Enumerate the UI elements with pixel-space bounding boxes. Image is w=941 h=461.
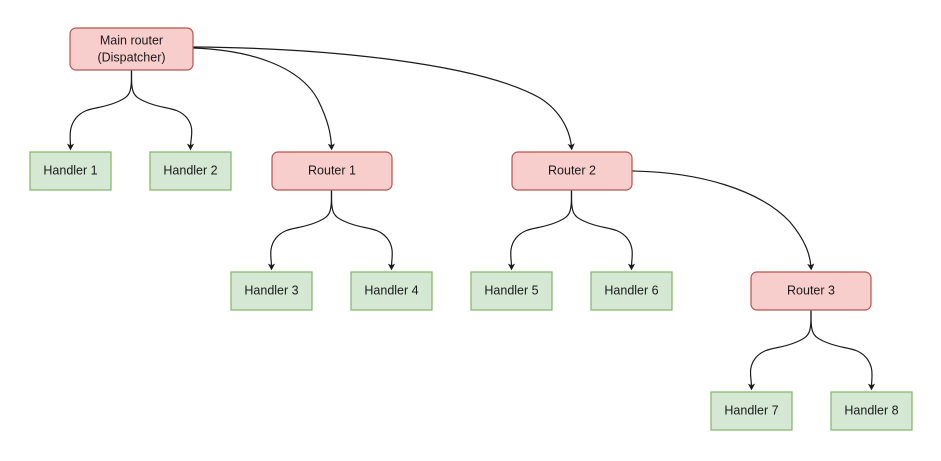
handler-box-handler-5[interactable] bbox=[470, 271, 553, 311]
edge-router2-to-handler-5 bbox=[507, 189, 573, 271]
handler-box-handler-7[interactable] bbox=[710, 391, 793, 431]
node-handler-7[interactable]: Handler 7 bbox=[710, 391, 793, 431]
node-router-3[interactable]: Router 3 bbox=[750, 271, 872, 311]
edge-main-to-router-2 bbox=[192, 46, 575, 151]
router-box-main-router[interactable] bbox=[69, 27, 194, 71]
node-handler-4[interactable]: Handler 4 bbox=[350, 271, 433, 311]
handler-box-handler-6[interactable] bbox=[590, 271, 673, 311]
edge-main-to-handler-2 bbox=[130, 69, 195, 151]
edges-layer bbox=[66, 46, 876, 391]
router-box-router-3[interactable] bbox=[750, 271, 872, 311]
edge-main-to-router-1 bbox=[192, 47, 335, 151]
edge-router1-to-handler-3 bbox=[267, 189, 333, 271]
node-handler-8[interactable]: Handler 8 bbox=[830, 391, 913, 431]
node-main-router[interactable]: Main router(Dispatcher) bbox=[69, 27, 194, 71]
node-handler-1[interactable]: Handler 1 bbox=[29, 151, 112, 191]
handler-box-handler-1[interactable] bbox=[29, 151, 112, 191]
edge-router2-to-handler-6 bbox=[570, 189, 636, 271]
handler-box-handler-3[interactable] bbox=[230, 271, 313, 311]
node-handler-2[interactable]: Handler 2 bbox=[149, 151, 232, 191]
router-box-router-2[interactable] bbox=[511, 151, 633, 191]
node-router-1[interactable]: Router 1 bbox=[271, 151, 393, 191]
edge-main-to-handler-1 bbox=[66, 69, 133, 151]
edge-router1-to-handler-4 bbox=[330, 189, 396, 271]
handler-box-handler-4[interactable] bbox=[350, 271, 433, 311]
handler-box-handler-2[interactable] bbox=[149, 151, 232, 191]
nodes-layer: Main router(Dispatcher) Handler 1 Handler … bbox=[29, 27, 913, 431]
node-handler-3[interactable]: Handler 3 bbox=[230, 271, 313, 311]
node-handler-5[interactable]: Handler 5 bbox=[470, 271, 553, 311]
handler-box-handler-8[interactable] bbox=[830, 391, 913, 431]
edge-router3-to-handler-8 bbox=[810, 309, 876, 391]
edge-router2-to-router-3 bbox=[631, 170, 815, 271]
router-box-router-1[interactable] bbox=[271, 151, 393, 191]
edge-router3-to-handler-7 bbox=[747, 309, 812, 391]
node-handler-6[interactable]: Handler 6 bbox=[590, 271, 673, 311]
node-router-2[interactable]: Router 2 bbox=[511, 151, 633, 191]
